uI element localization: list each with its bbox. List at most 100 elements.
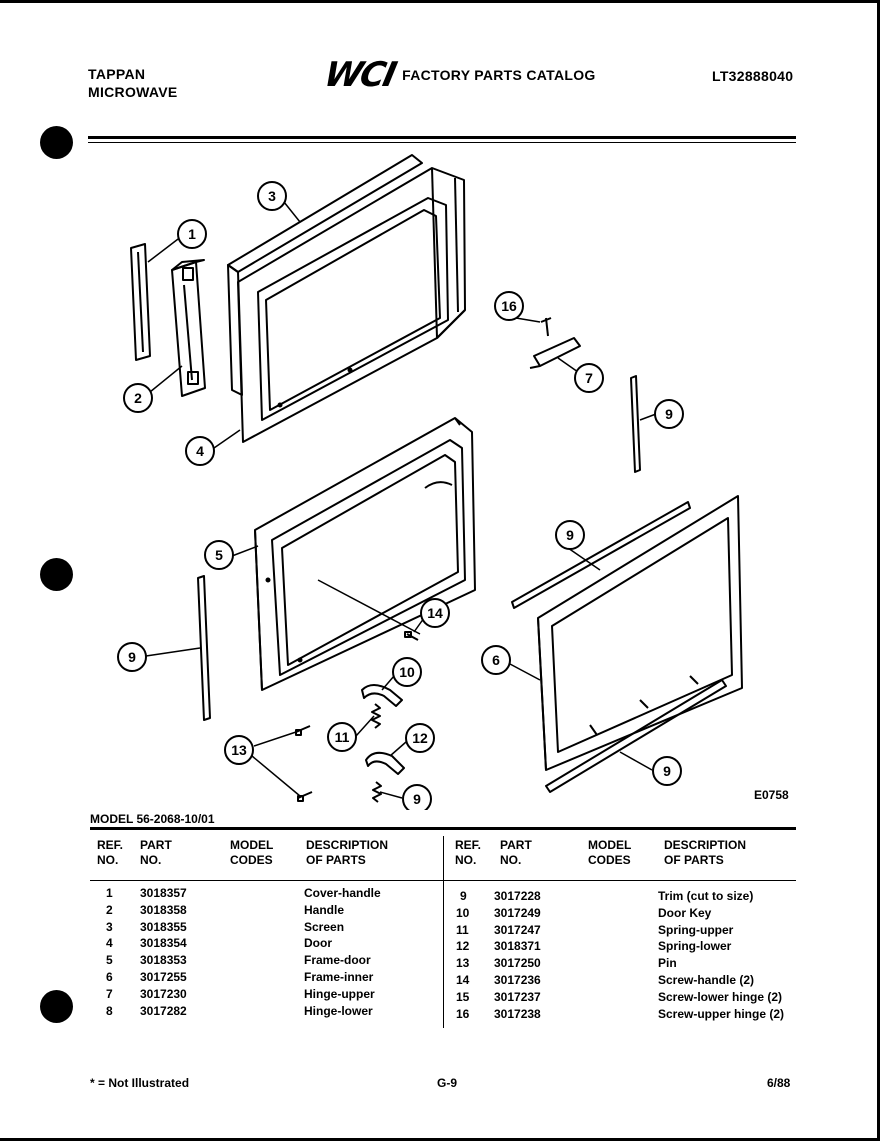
part-handle <box>171 259 206 397</box>
brand-line-2: MICROWAVE <box>88 84 178 100</box>
callout-1: 1 <box>177 219 207 249</box>
callout-9a: 9 <box>654 399 684 429</box>
footer-note: * = Not Illustrated <box>90 1076 190 1090</box>
svg-text:16: 16 <box>501 298 517 314</box>
right-header-ref: REF.NO. <box>455 838 482 867</box>
right-header-rule <box>443 880 796 881</box>
callout-10: 10 <box>392 657 422 687</box>
callouts: 1 2 3 4 16 7 9 5 9 14 9 6 10 11 12 13 9 … <box>117 181 684 810</box>
header-rule <box>88 136 796 139</box>
part-spring-lower <box>365 751 405 775</box>
svg-text:9: 9 <box>663 763 671 779</box>
svg-text:10: 10 <box>399 664 415 680</box>
part-pins <box>295 725 313 802</box>
leader-lines <box>145 201 657 799</box>
svg-text:11: 11 <box>335 729 350 745</box>
part-trim-right-vertical <box>630 375 641 473</box>
svg-text:4: 4 <box>196 443 204 459</box>
svg-text:9: 9 <box>128 649 136 665</box>
part-door-key <box>361 684 403 707</box>
callout-13: 13 <box>224 735 254 765</box>
part-trim-bottom-diagonal <box>545 679 727 793</box>
catalog-code: LT32888040 <box>712 68 794 84</box>
part-frame-door <box>254 417 476 691</box>
part-spring-small <box>372 781 382 803</box>
svg-text:3: 3 <box>268 188 276 204</box>
page-number: G-9 <box>437 1076 458 1090</box>
callout-2: 2 <box>123 383 153 413</box>
svg-text:9: 9 <box>566 527 574 543</box>
part-trim-left-vertical <box>197 575 211 721</box>
brand-block: TAPPAN MICROWAVE <box>88 65 178 101</box>
callout-9b: 9 <box>555 520 585 550</box>
svg-text:9: 9 <box>413 791 421 807</box>
part-hinge-upper <box>529 317 581 369</box>
part-frame-inner <box>537 495 743 771</box>
callout-16: 16 <box>494 291 524 321</box>
revision-date: 6/88 <box>767 1076 791 1090</box>
binder-hole-bottom <box>40 990 73 1023</box>
svg-text:9: 9 <box>665 406 673 422</box>
callout-12: 12 <box>405 723 435 753</box>
callout-9e: 9 <box>652 756 682 786</box>
part-trim-top-diagonal <box>511 501 691 609</box>
callout-9d: 9 <box>402 784 432 810</box>
catalog-title: FACTORY PARTS CATALOG <box>402 67 596 83</box>
callout-9c: 9 <box>117 642 147 672</box>
left-header-ref: REF.NO. <box>97 838 124 867</box>
svg-text:14: 14 <box>427 605 443 621</box>
part-door <box>237 167 466 443</box>
callout-4: 4 <box>185 436 215 466</box>
svg-text:1: 1 <box>188 226 196 242</box>
brand-line-1: TAPPAN <box>88 66 146 82</box>
binder-hole-top <box>40 126 73 159</box>
model-number: MODEL 56-2068-10/01 <box>90 812 215 826</box>
part-screw-handle <box>404 631 419 641</box>
left-header-rule <box>90 880 443 881</box>
callout-7: 7 <box>574 363 604 393</box>
callout-6: 6 <box>481 645 511 675</box>
svg-text:2: 2 <box>134 390 142 406</box>
part-spring-upper <box>371 703 381 729</box>
svg-text:7: 7 <box>585 370 593 386</box>
header-rule-thin <box>88 142 796 143</box>
svg-text:12: 12 <box>412 730 428 746</box>
table-top-rule <box>90 827 796 830</box>
callout-11: 11 <box>327 722 357 752</box>
drawing-code: E0758 <box>754 788 789 802</box>
binder-hole-middle <box>40 558 73 591</box>
part-cover-handle <box>130 243 151 361</box>
callout-5: 5 <box>204 540 234 570</box>
callout-3: 3 <box>257 181 287 211</box>
svg-text:6: 6 <box>492 652 500 668</box>
callout-14: 14 <box>420 598 450 628</box>
table-divider <box>443 836 444 1028</box>
wci-logo: WCI <box>320 55 399 95</box>
catalog-title-block: WCI FACTORY PARTS CATALOG <box>321 55 596 95</box>
svg-text:13: 13 <box>231 742 247 758</box>
